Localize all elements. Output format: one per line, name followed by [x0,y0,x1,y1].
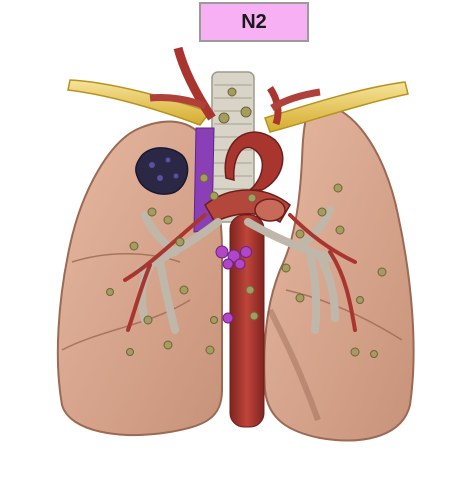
pulmonary-artery-lumen [255,199,285,221]
tumor-mass [136,148,188,194]
stage-label: N2 [199,2,309,42]
stage-label-text: N2 [241,11,267,34]
